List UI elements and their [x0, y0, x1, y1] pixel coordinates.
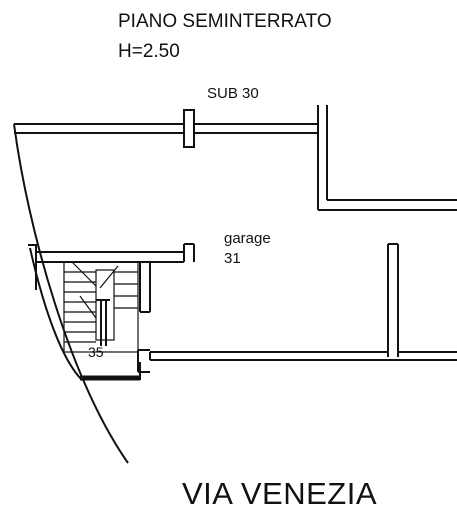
stair: [63, 261, 139, 353]
floor-title: PIANO SEMINTERRATO: [118, 11, 332, 32]
street-name: VIA VENEZIA: [182, 476, 378, 511]
room-number: 31: [224, 250, 241, 267]
curved-boundary: [13, 123, 129, 464]
stair-rail: [96, 299, 110, 346]
stair-top-wall: [36, 243, 195, 263]
stair-number: 35: [88, 344, 104, 360]
right-wing-wall: [318, 199, 457, 211]
exterior-walls: [14, 105, 457, 373]
bottom-wall: [149, 351, 457, 361]
top-wall-pier: [183, 109, 195, 148]
room-name: garage: [224, 230, 271, 247]
right-upper-wall: [317, 105, 328, 210]
stair-right-wall: [139, 262, 151, 313]
floor-height: H=2.50: [118, 41, 180, 62]
neighbor-unit-label: SUB 30: [207, 85, 259, 102]
right-partition: [387, 243, 399, 357]
top-wall: [14, 123, 318, 134]
